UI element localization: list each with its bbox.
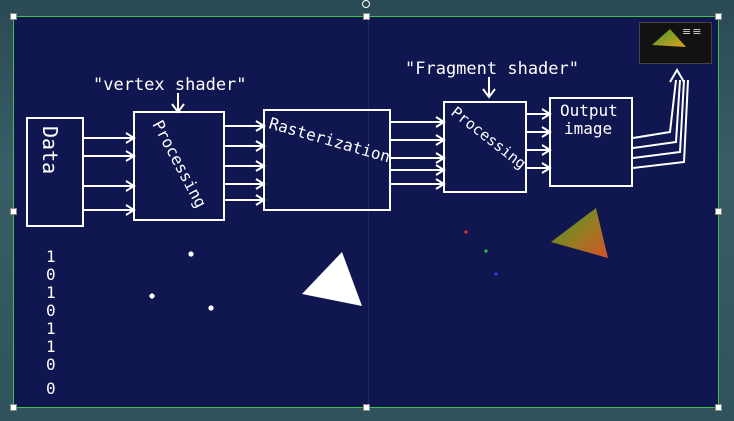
resize-handle-top-left[interactable]	[10, 13, 17, 20]
arrows-rasterization-to-processing	[391, 116, 446, 190]
rasterization-block[interactable]: Rasterization	[263, 109, 393, 211]
resize-handle-bottom-left[interactable]	[10, 404, 17, 411]
preview-triangle-icon	[652, 29, 686, 47]
vertex-dot	[208, 305, 214, 311]
colored-triangle-shape	[551, 208, 608, 258]
resize-handle-top-center[interactable]	[363, 13, 370, 20]
binary-digit: 0	[46, 301, 56, 320]
output-image-block[interactable]: Output image	[549, 97, 633, 187]
white-triangle-shape	[302, 252, 362, 306]
fragment-shader-label: "Fragment shader"	[405, 59, 579, 79]
rasterization-label: Rasterization	[267, 114, 393, 167]
data-block-label: Data	[38, 126, 62, 174]
binary-column: 1 0 1 0 1 1 0 0	[46, 247, 56, 398]
green-fragment-dot	[484, 249, 488, 253]
arrows-processing-to-output	[527, 108, 552, 174]
blue-fragment-dot	[494, 272, 498, 276]
resize-handle-top-right[interactable]	[715, 13, 722, 20]
vertex-dot	[149, 293, 155, 299]
data-block[interactable]: Data	[26, 117, 84, 227]
vertex-dot	[188, 251, 194, 257]
output-preview-thumbnail[interactable]	[639, 22, 712, 64]
binary-digit: 0	[46, 265, 56, 284]
binary-digit: 1	[46, 247, 56, 266]
resize-handle-middle-right[interactable]	[715, 208, 722, 215]
binary-digit: 1	[46, 319, 56, 338]
vertex-processing-block[interactable]: Processing	[133, 111, 225, 221]
red-fragment-dot	[464, 230, 468, 234]
arrows-processing-to-rasterization	[225, 120, 266, 206]
resize-handle-middle-left[interactable]	[10, 208, 17, 215]
vertex-shader-arrow	[171, 93, 185, 114]
vertex-shader-label: "vertex shader"	[93, 75, 247, 95]
output-line2: image	[564, 119, 612, 138]
output-line1: Output	[560, 101, 618, 120]
output-to-preview-lines	[632, 68, 689, 169]
preview-label: ≡≡	[682, 25, 703, 38]
fragment-shader-arrow	[482, 77, 496, 99]
binary-digit: 1	[46, 337, 56, 356]
resize-handle-bottom-center[interactable]	[363, 404, 370, 411]
binary-digit: 0	[46, 379, 56, 398]
rotate-handle[interactable]	[362, 0, 370, 8]
vertex-processing-label: Processing	[148, 117, 210, 211]
binary-digit: 0	[46, 355, 56, 374]
binary-digit: 1	[46, 283, 56, 302]
fragment-processing-block[interactable]: Processing	[443, 101, 530, 193]
arrows-data-to-processing	[84, 132, 136, 216]
canvas-center-guide	[368, 16, 369, 408]
resize-handle-bottom-right[interactable]	[715, 404, 722, 411]
fragment-processing-label: Processing	[448, 103, 530, 173]
